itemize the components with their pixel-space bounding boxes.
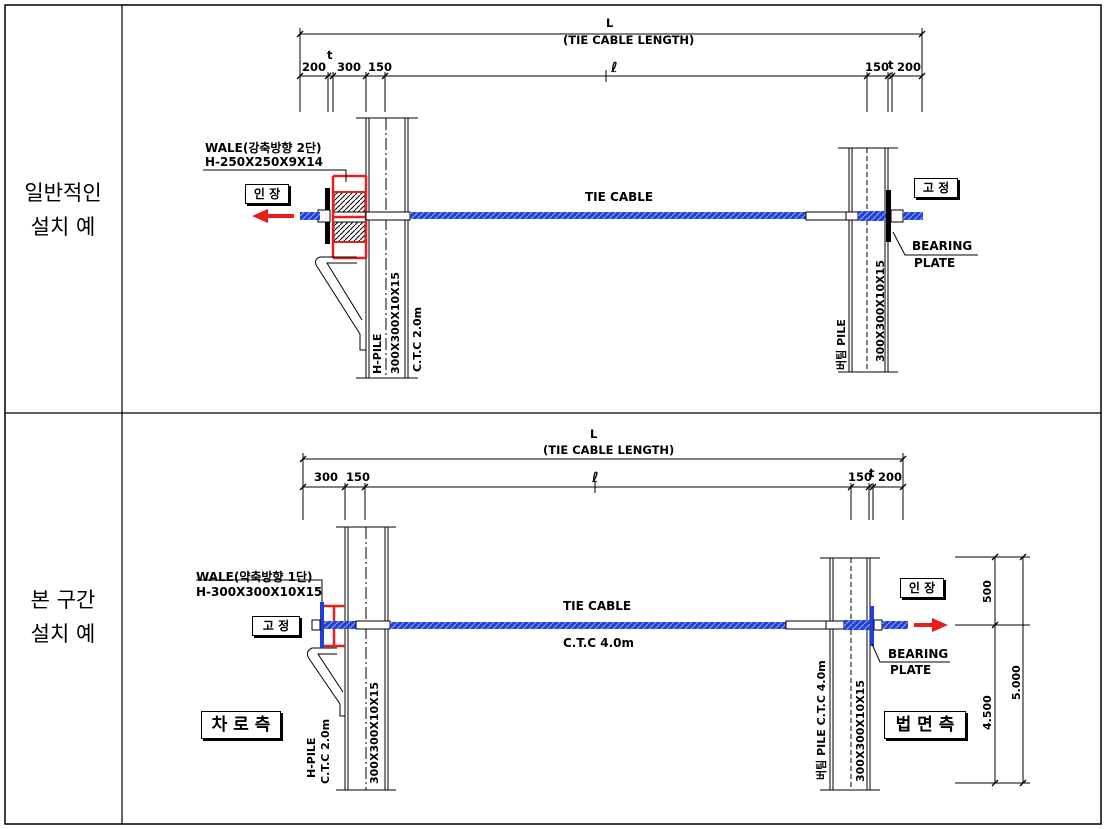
bottom-dim-t: t — [869, 466, 875, 480]
top-tie-cable — [410, 212, 806, 219]
top-pull-box: 인 장 — [245, 184, 289, 204]
top-bearing-label: BEARING — [912, 239, 973, 253]
bottom-left-anchor — [311, 602, 391, 648]
top-strut-pile-label: 버팀 PILE — [835, 319, 848, 370]
top-dimension-lines — [299, 28, 923, 112]
top-right-anchor — [805, 190, 923, 242]
top-dim-t-right: t — [888, 58, 894, 72]
top-diagram — [203, 28, 978, 379]
bottom-pile-size-left: 300X300X10X15 — [368, 682, 381, 784]
bottom-dim-5000: 5.000 — [1010, 665, 1023, 700]
top-h-pile-left — [356, 117, 418, 379]
bottom-strut-pile — [820, 557, 880, 791]
top-tie-cable-length: (TIE CABLE LENGTH) — [563, 33, 695, 47]
bottom-dim-200: 200 — [878, 470, 903, 484]
row-title-section: 본 구간 설치 예 — [8, 583, 118, 651]
top-dim-300: 300 — [337, 60, 362, 74]
row-title-general: 일반적인 설치 예 — [8, 176, 118, 244]
road-side-box: 차 로 측 — [201, 711, 281, 739]
bottom-wale-label: WALE(약축방향 1단) — [196, 570, 313, 584]
bottom-h-pile-left — [336, 526, 396, 791]
top-dim-200-left: 200 — [302, 60, 327, 74]
bottom-pile-size-right: 300X300X10X15 — [854, 680, 867, 782]
bottom-dim-150-right: 150 — [848, 470, 873, 484]
top-dim-ell: ℓ — [611, 60, 618, 76]
top-ctc-left: C.T.C 2.0m — [411, 306, 424, 372]
top-bracket — [314, 256, 366, 351]
row-title-line: 일반적인 — [24, 181, 102, 205]
top-dim-t-left: t — [327, 48, 333, 62]
bottom-dim-500: 500 — [981, 580, 994, 603]
bottom-ctc-left: C.T.C 2.0m — [319, 718, 332, 784]
row-title-line: 본 구간 — [30, 588, 96, 612]
row-title-line: 설치 예 — [30, 215, 96, 239]
top-strut-pile — [838, 147, 898, 373]
slope-side-box: 법 면 측 — [884, 711, 966, 739]
bottom-strut-pile-label: 버팀 PILE C.T.C 4.0m — [815, 660, 828, 780]
top-left-anchor — [300, 188, 411, 244]
bottom-dim-4500: 4.500 — [981, 695, 994, 730]
row-title-line: 설치 예 — [30, 622, 96, 646]
top-dim-150-left: 150 — [368, 60, 393, 74]
bottom-fix-box: 고 정 — [252, 616, 300, 636]
top-plate-label: PLATE — [914, 256, 956, 270]
bottom-dim-150-left: 150 — [346, 470, 371, 484]
bottom-tie-cable-length: (TIE CABLE LENGTH) — [543, 443, 675, 457]
bottom-bracket — [306, 647, 345, 717]
bottom-bearing-label: BEARING — [888, 647, 949, 661]
top-L-label: L — [606, 16, 614, 30]
bottom-wale-size: H-300X300X10X15 — [196, 585, 323, 599]
bottom-tie-cable — [390, 622, 786, 629]
bottom-right-dims — [955, 556, 1030, 784]
top-fix-box: 고 정 — [914, 178, 958, 198]
bottom-h-pile-label: H-PILE — [305, 737, 318, 778]
bottom-plate-label: PLATE — [890, 663, 932, 677]
top-pile-size-left: 300X300X10X15 — [389, 272, 402, 374]
top-wale — [331, 174, 368, 260]
top-tie-cable-label: TIE CABLE — [585, 190, 654, 204]
bottom-tie-cable-label: TIE CABLE — [563, 599, 632, 613]
bottom-right-anchor — [785, 606, 908, 646]
top-pile-size-right: 300X300X10X15 — [874, 260, 887, 362]
top-h-pile-label: H-PILE — [371, 333, 384, 374]
top-wale-size: H-250X250X9X14 — [205, 155, 323, 169]
bottom-pull-box: 인 장 — [900, 578, 944, 598]
top-wale-label: WALE(강축방향 2단) — [205, 141, 322, 155]
top-dim-200-right: 200 — [897, 60, 922, 74]
bottom-L-label: L — [590, 427, 598, 441]
bottom-ctc-label: C.T.C 4.0m — [563, 636, 635, 650]
bottom-dim-ell: ℓ — [592, 470, 599, 486]
table-frame — [4, 4, 1102, 825]
bottom-dim-300: 300 — [314, 470, 339, 484]
bottom-diagram — [196, 453, 1030, 791]
bottom-dimension-lines — [302, 453, 904, 520]
top-dim-150-right: 150 — [865, 60, 890, 74]
